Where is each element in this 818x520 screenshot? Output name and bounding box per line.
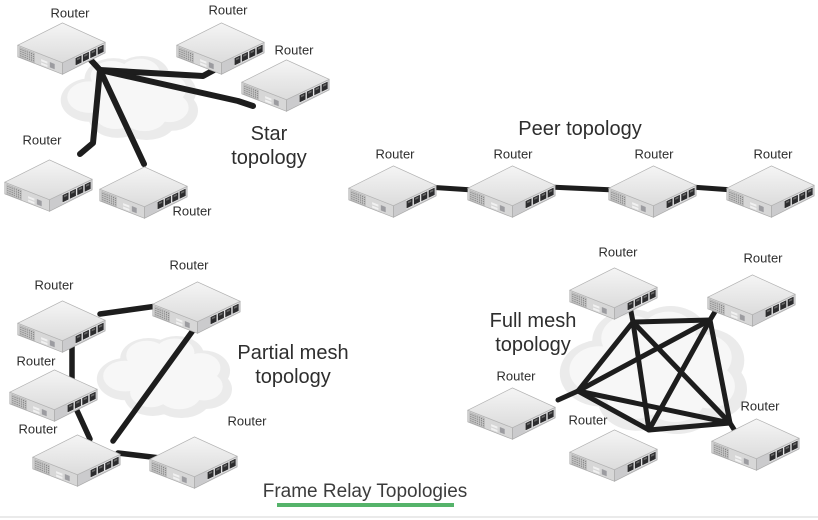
router-device (149, 436, 238, 489)
router-device (726, 165, 815, 218)
topology-link (575, 317, 713, 394)
router-label: Router (34, 278, 74, 293)
topology-link (77, 54, 103, 157)
page-bottom-edge (0, 516, 818, 518)
caption: Frame Relay Topologies (263, 481, 468, 503)
router-label: Router (169, 258, 209, 273)
topology-link (115, 450, 163, 461)
router-label: Router (598, 245, 638, 260)
topology-title: topology (495, 334, 571, 356)
router-label: Router (274, 43, 314, 58)
caption-underline (277, 503, 454, 507)
router-device (608, 165, 697, 218)
router-device (569, 429, 658, 482)
topology-link (97, 67, 256, 109)
router-label: Router (16, 354, 56, 369)
topology-link (97, 67, 147, 167)
router-label: Router (208, 3, 248, 18)
topology-link (97, 303, 160, 317)
router-label: Router (375, 147, 415, 162)
router-device (241, 59, 330, 112)
router-device (4, 159, 93, 212)
router-label: Router (753, 147, 793, 162)
topology-link (575, 388, 733, 426)
router-label: Router (568, 413, 608, 428)
router-label: Router (172, 204, 212, 219)
topology-link (630, 317, 713, 325)
router-label: Router (50, 6, 90, 21)
router-label: Router (18, 422, 58, 437)
topology-link (688, 184, 736, 193)
topology-title: Peer topology (518, 118, 641, 140)
topology-link (646, 420, 733, 433)
router-device (707, 274, 796, 327)
topology-title: Star (251, 123, 288, 145)
topology-link (575, 388, 652, 433)
topology-link (97, 67, 217, 79)
router-label: Router (740, 399, 780, 414)
topology-link (630, 319, 652, 433)
cloud (559, 306, 747, 434)
topology-title: Full mesh (490, 310, 577, 332)
topology-title: topology (255, 366, 331, 388)
router-label: Router (496, 369, 536, 384)
router-label: Router (634, 147, 674, 162)
router-label: Router (22, 133, 62, 148)
topology-title: topology (231, 147, 307, 169)
router-device (467, 387, 556, 440)
topology-link (110, 326, 197, 444)
router-label: Router (227, 414, 267, 429)
router-label: Router (743, 251, 783, 266)
router-device (32, 434, 121, 487)
topology-link (575, 319, 636, 394)
topology-link (707, 317, 733, 426)
caption-label: Frame Relay Topologies (262, 481, 468, 502)
router-device (9, 369, 98, 422)
cloud (96, 336, 232, 418)
topology-link (546, 184, 618, 193)
router-device (152, 281, 241, 334)
topology-link (646, 317, 713, 433)
router-label: Router (493, 147, 533, 162)
router-device (17, 300, 106, 353)
topology-title: Partial mesh (237, 342, 348, 364)
router-device (176, 22, 265, 75)
topology-link (555, 388, 581, 403)
router-device (348, 165, 437, 218)
router-device (467, 165, 556, 218)
router-device (711, 418, 800, 471)
topology-peer: Router Router Router Router Peer topology (348, 118, 815, 218)
